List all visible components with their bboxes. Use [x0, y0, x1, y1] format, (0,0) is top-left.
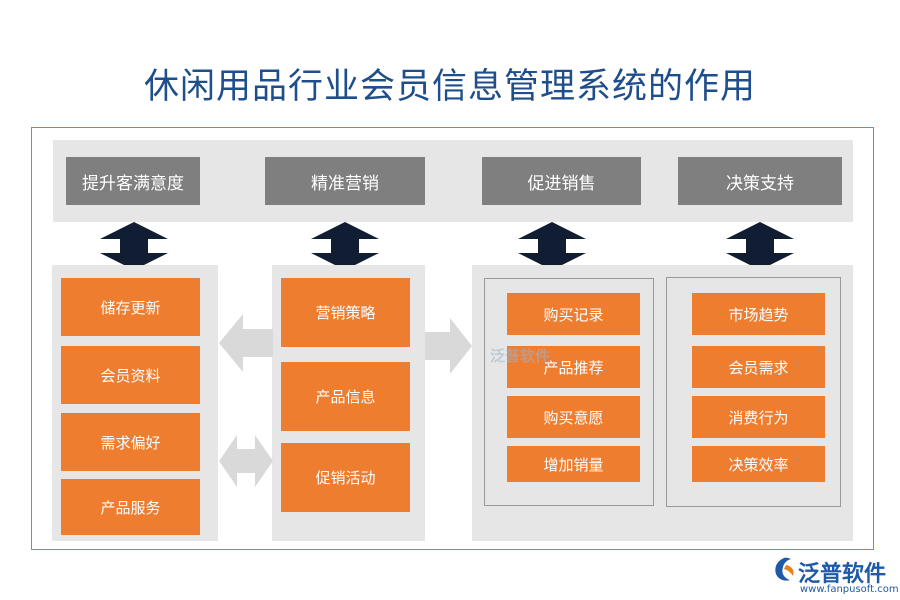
left-right-arrow-icon: [219, 435, 273, 487]
page-title: 休闲用品行业会员信息管理系统的作用: [143, 67, 756, 107]
vertical-double-arrow-icon: [311, 222, 379, 270]
diagram-frame: [31, 127, 874, 550]
fanpu-logo-icon: [775, 557, 794, 581]
left-arrow-icon: [219, 314, 273, 372]
vertical-double-arrow-icon: [726, 222, 794, 270]
vertical-double-arrow-icon: [100, 222, 168, 270]
right-arrow-icon: [425, 318, 472, 374]
header-precise-marketing: 精准营销: [265, 157, 425, 205]
header-satisfaction: 提升客满意度: [66, 157, 200, 205]
header-promote-sales: 促进销售: [482, 157, 641, 205]
box-product-info: 产品信息: [281, 362, 410, 431]
box-promotion: 促销活动: [281, 443, 410, 512]
box-storage-update: 储存更新: [61, 278, 200, 336]
box-demand-preference: 需求偏好: [61, 413, 200, 471]
box-member-demand: 会员需求: [692, 346, 825, 388]
box-marketing-strategy: 营销策略: [281, 278, 410, 347]
subpanel-sales: [484, 278, 654, 506]
box-product-service: 产品服务: [61, 479, 200, 535]
box-consumer-behavior: 消费行为: [692, 396, 825, 438]
box-member-data: 会员资料: [61, 346, 200, 404]
box-purchase-record: 购买记录: [507, 293, 640, 335]
box-purchase-intent: 购买意愿: [507, 396, 640, 438]
vertical-double-arrow-icon: [518, 222, 586, 270]
subpanel-decision: [666, 277, 841, 507]
header-decision-support: 决策支持: [678, 157, 842, 205]
watermark: 泛普软件: [490, 347, 551, 365]
box-product-recommend: 产品推荐: [507, 346, 640, 388]
box-decision-efficiency: 决策效率: [692, 446, 825, 482]
box-market-trend: 市场趋势: [692, 293, 825, 335]
logo-url: www.fanpusoft.com: [800, 584, 899, 595]
logo-name: 泛普软件: [798, 562, 887, 587]
box-increase-sales: 增加销量: [507, 446, 640, 482]
